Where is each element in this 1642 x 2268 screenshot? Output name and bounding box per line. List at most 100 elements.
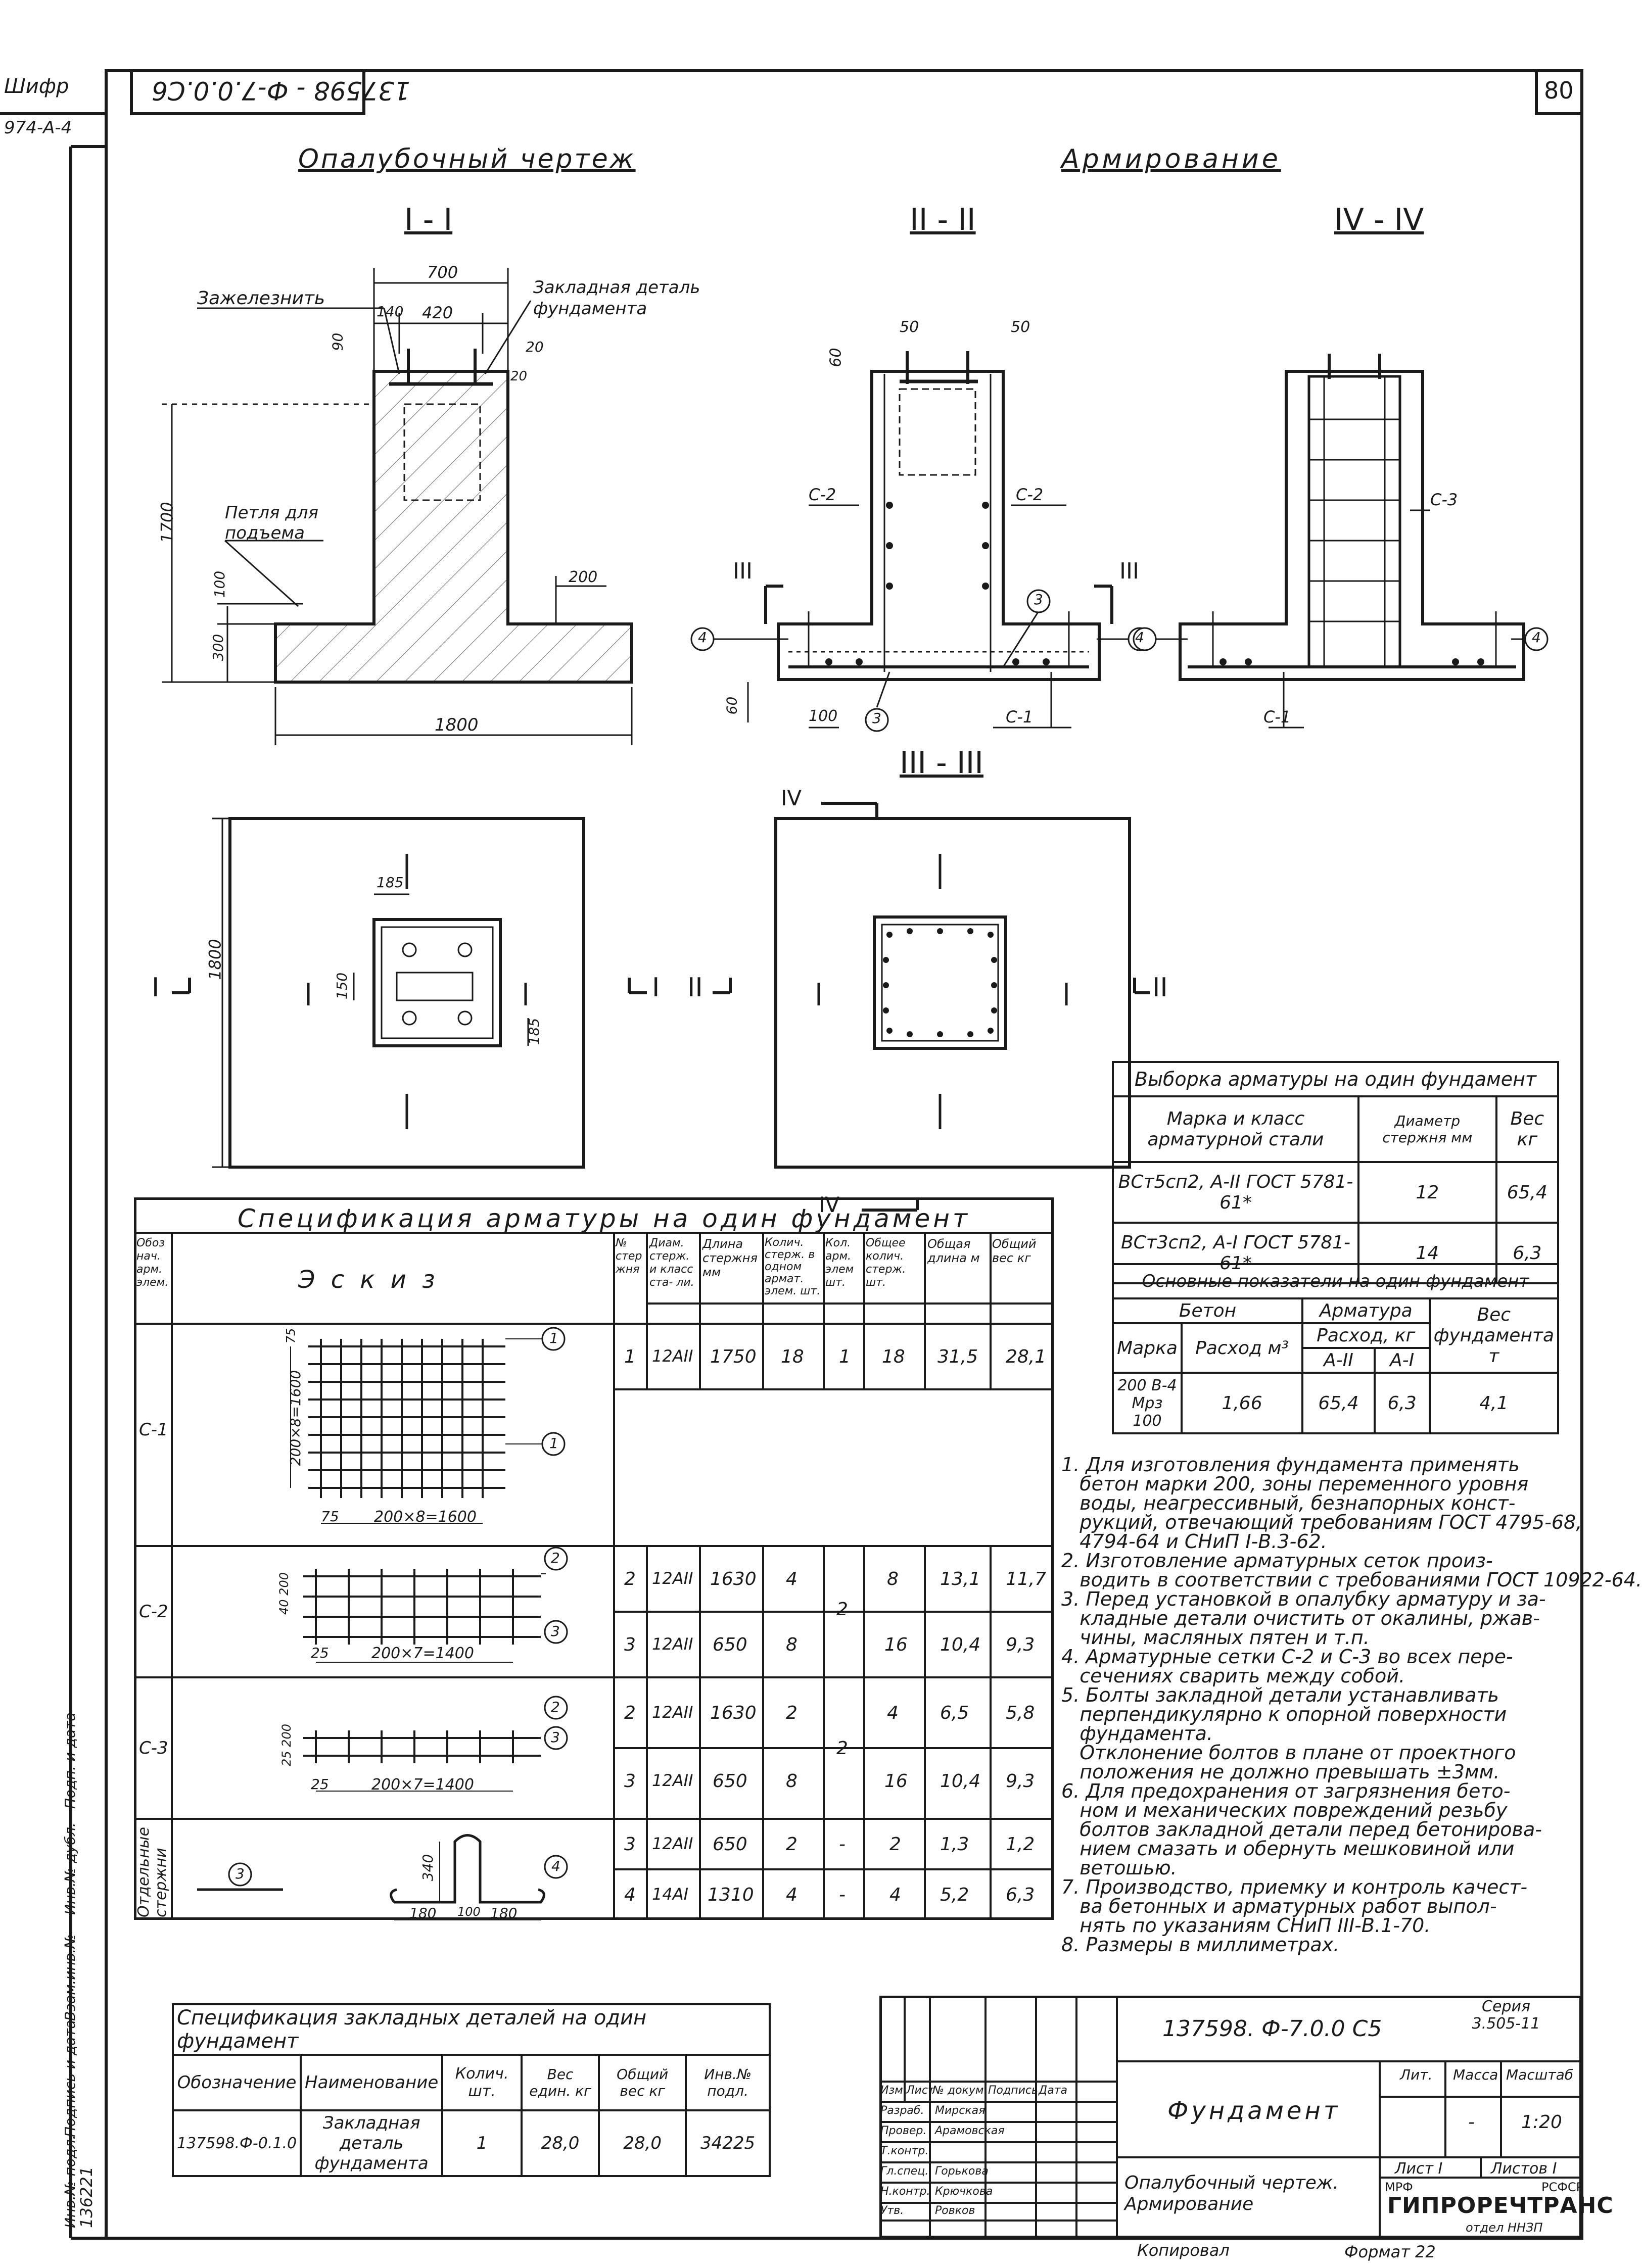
c2-r1-c0: 2	[624, 1569, 636, 1589]
note-line: бетон марки 200, зоны переменного уровня	[1061, 1473, 1529, 1495]
note-line: воды, неагрессивный, безнапорных конст-	[1061, 1492, 1516, 1514]
note-line: 8. Размеры в миллиметрах.	[1061, 1934, 1340, 1956]
note-line: сечениях сварить между собой.	[1061, 1665, 1405, 1687]
tb-name: Фундамент	[1167, 2097, 1341, 2125]
tb-mass: -	[1468, 2112, 1475, 2133]
sep-r2-c2: 1310	[708, 1885, 754, 1905]
c2-r1-c2: 1630	[710, 1569, 757, 1589]
spec-h-tlen: Общая длина м	[927, 1237, 980, 1265]
dim-60: 60	[827, 348, 845, 367]
tb-col-3: Подпись	[988, 2084, 1038, 2097]
sep-d100: 100	[457, 1905, 481, 1919]
es-c-2: 1	[441, 2109, 523, 2177]
mi-title: Основные показатели на один фундамент	[1112, 1263, 1559, 1299]
tb-format: Формат 22	[1344, 2242, 1436, 2261]
mi-h-usage: Расход, кг	[1301, 1322, 1431, 1349]
es-c-5: 34225	[685, 2109, 771, 2177]
tb-scale: 1:20	[1521, 2112, 1562, 2133]
dim-1700: 1700	[157, 502, 177, 543]
c1-dim-top: 75	[284, 1328, 298, 1344]
sep-r2-c7: 6,3	[1006, 1885, 1035, 1905]
sketch-c1	[290, 1338, 543, 1524]
note-embedded: Закладная деталь фундамента	[533, 277, 700, 319]
label-c1: С-1	[1006, 707, 1034, 727]
sep-r1-c0: 3	[624, 1834, 636, 1855]
c1-c7: 28,1	[1006, 1346, 1047, 1367]
side-number: 136221	[77, 2166, 96, 2228]
heading-reinforcement: Армирование	[1061, 144, 1281, 174]
sep-d180a: 180	[409, 1905, 437, 1921]
mi-weight: 4,1	[1428, 1372, 1560, 1434]
c2-r1-c4: 8	[887, 1569, 899, 1589]
tb-org-right: РСФСР	[1541, 2180, 1584, 2194]
rs-row1-weight: 65,4	[1495, 1161, 1560, 1224]
mi-h-volume: Расход м³	[1180, 1322, 1304, 1374]
es-h-5: Инв.№ подл.	[685, 2054, 771, 2111]
tb-sheet: Лист I	[1395, 2160, 1443, 2178]
mi-a2: 65,4	[1301, 1372, 1376, 1434]
note-line: 6. Для предохранения от загрязнения бето…	[1061, 1780, 1511, 1802]
spec-h-total: Общее колич. стерж. шт.	[866, 1237, 906, 1289]
es-h-3: Вес един. кг	[520, 2054, 600, 2111]
note-line: водить в соответствии с требованиями ГОС…	[1061, 1569, 1642, 1591]
label-c2a: С-2	[809, 485, 836, 504]
tb-col-0: Изм.	[880, 2084, 907, 2097]
c2-dim-b1: 25	[311, 1645, 329, 1661]
plan-dim-185b: 185	[526, 1018, 543, 1045]
section-2-outline	[777, 370, 1101, 681]
c3-r2-c5: 10,4	[940, 1771, 981, 1792]
sep-r1-c1: 12АII	[652, 1834, 693, 1853]
es-h-1: Наименование	[300, 2054, 444, 2111]
mi-grade: 200 В-4 Мрз 100	[1112, 1372, 1183, 1434]
dim-300: 300	[210, 634, 227, 661]
tb-col-4: Дата	[1039, 2084, 1067, 2097]
cut-3b: III	[1119, 558, 1139, 584]
plan-left	[228, 817, 585, 1169]
sketch-separate	[197, 1834, 545, 1904]
c2-r2-c2: 650	[713, 1634, 747, 1655]
plan-dim-185a: 185	[377, 874, 404, 891]
c3-r2-c1: 12АII	[652, 1771, 693, 1790]
section-1-outline	[274, 370, 633, 684]
rs-h-name: Марка и класс арматурной стали	[1112, 1095, 1359, 1163]
side-label-2: Подпись и дата	[62, 2020, 78, 2137]
note-line: чины, масляных пятен и т.п.	[1061, 1626, 1370, 1649]
top-doc-number: 137598 - Ф-7.0.0.С6	[152, 76, 410, 105]
c2-r2-c5: 10,4	[940, 1634, 981, 1655]
c2-r1-c6: 11,7	[1006, 1569, 1047, 1589]
note-line: 4. Арматурные сетки С-2 и С-3 во всех пе…	[1061, 1646, 1513, 1668]
sep-d340: 340	[419, 1854, 437, 1881]
es-title: Спецификация закладных деталей на один ф…	[172, 2003, 771, 2056]
mi-h-concrete: Бетон	[1111, 1297, 1304, 1324]
dim-20a: 20	[526, 339, 544, 355]
marker-3b: 3	[1034, 591, 1043, 608]
sep-mark: Отдельные стержни	[135, 1827, 170, 1917]
spec-h-diam: Диам. стерж. и класс ста- ли.	[649, 1237, 694, 1289]
marker-4d: 4	[1532, 629, 1541, 646]
tb-role-1: Провер.	[880, 2125, 927, 2137]
mi-h-rebar: Арматура	[1301, 1297, 1431, 1324]
es-c-0: 137598.Ф-0.1.0	[171, 2109, 302, 2177]
mi-volume: 1,66	[1180, 1372, 1304, 1434]
section-4-outline	[1179, 370, 1525, 681]
tb-person-5: Ровков	[935, 2204, 975, 2217]
c2-mark: С-2	[139, 1602, 168, 1622]
dim-200: 200	[569, 568, 598, 586]
mi-a1: 6,3	[1373, 1372, 1431, 1434]
marker-4a: 4	[698, 629, 707, 646]
c1-c2: 1750	[710, 1346, 757, 1367]
c3-dim-b1: 25	[311, 1776, 329, 1793]
sep-r1-c6: 1,3	[940, 1834, 969, 1855]
mi-h-a1: А-I	[1373, 1347, 1431, 1374]
plan-cut-1a: I	[152, 973, 160, 1003]
sep-r1-c3: 2	[786, 1834, 797, 1855]
sep-r2-c4: -	[839, 1885, 846, 1905]
inner-frame	[105, 69, 1583, 2240]
note-line: ва бетонных и арматурных работ выпол-	[1061, 1895, 1497, 1917]
es-h-4: Общий вес кг	[598, 2054, 687, 2111]
c2-r2-c6: 9,3	[1006, 1634, 1035, 1655]
c3-r1-c4: 4	[887, 1703, 899, 1723]
c3-r2-c3: 8	[786, 1771, 797, 1792]
es-h-0: Обозначение	[171, 2054, 302, 2111]
note-line: положения не должно превышать ±3мм.	[1061, 1761, 1500, 1783]
